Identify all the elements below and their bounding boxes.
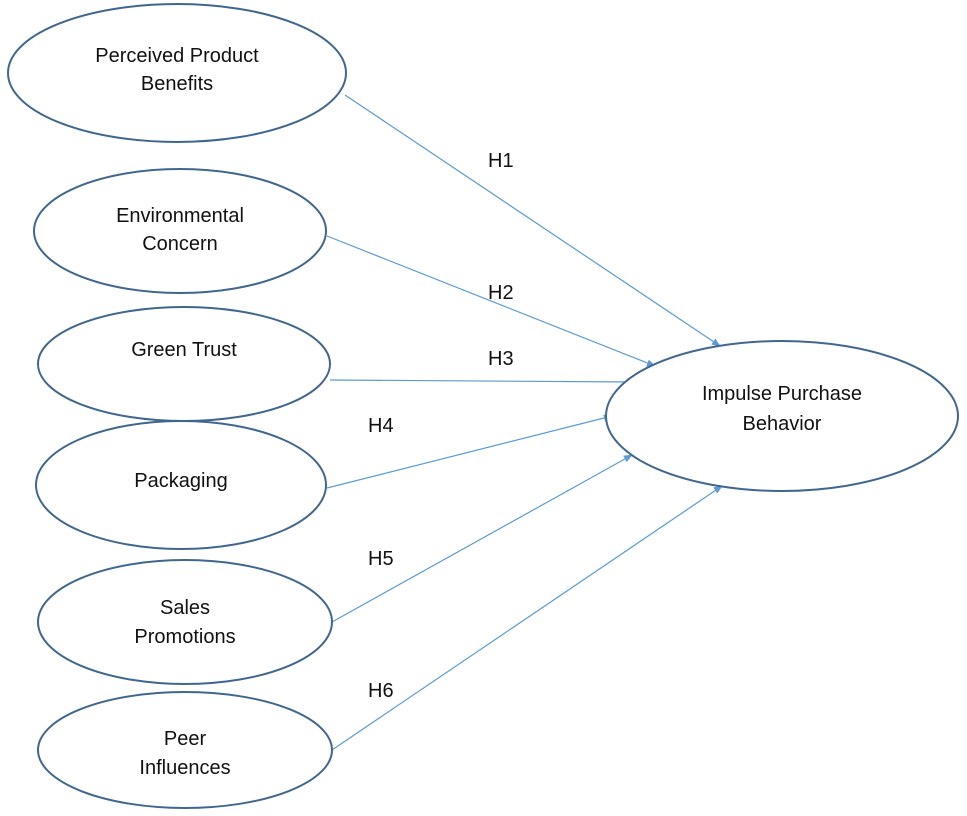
node-label-line-2: Concern: [142, 233, 218, 255]
node-peer-influences: Peer Influences: [37, 691, 333, 809]
node-label-line-2: Benefits: [141, 73, 213, 95]
hypothesis-label-h3: H3: [488, 348, 514, 370]
node-ellipse: [35, 420, 327, 550]
hypothesis-label-h4: H4: [368, 415, 394, 437]
arrow-h6: [331, 485, 723, 751]
hypothesis-label-h5: H5: [368, 548, 394, 570]
hypothesis-label-h1: H1: [488, 150, 514, 172]
node-label-line-2: Influences: [139, 757, 230, 779]
arrow-h5: [331, 454, 633, 623]
node-label-line-1: Impulse Purchase: [702, 383, 862, 405]
node-ellipse: [37, 559, 333, 685]
node-ellipse: [7, 3, 347, 143]
arrow-h2: [326, 235, 656, 367]
hypothesis-labels: H1 H2 H3 H4 H5 H6: [368, 150, 514, 702]
node-label-line-1: Perceived Product: [95, 45, 259, 67]
node-environmental-concern: Environmental Concern: [33, 168, 327, 294]
node-packaging: Packaging: [35, 420, 327, 550]
arrow-layer: [326, 94, 723, 751]
node-ellipse: [37, 306, 331, 422]
node-label-line-1: Sales: [160, 597, 210, 619]
node-green-trust: Green Trust: [37, 306, 331, 422]
node-ellipse: [37, 691, 333, 809]
node-label-line-2: Behavior: [743, 413, 822, 435]
arrow-h1: [344, 94, 721, 347]
hypothesis-label-h2: H2: [488, 282, 514, 304]
arrow-h3: [329, 378, 636, 386]
hypothesis-label-h6: H6: [368, 680, 394, 702]
node-label-line-1: Packaging: [134, 470, 227, 492]
node-label-line-1: Peer: [164, 728, 207, 750]
node-sales-promotions: Sales Promotions: [37, 559, 333, 685]
node-label-line-2: Promotions: [134, 626, 235, 648]
node-impulse-purchase-behavior: Impulse Purchase Behavior: [605, 340, 959, 492]
node-ellipse: [33, 168, 327, 294]
arrow-h4: [326, 414, 613, 489]
node-ellipse: [605, 340, 959, 492]
node-label-line-1: Environmental: [116, 205, 244, 227]
node-label-line-1: Green Trust: [131, 339, 237, 361]
node-perceived-product-benefits: Perceived Product Benefits: [7, 3, 347, 143]
